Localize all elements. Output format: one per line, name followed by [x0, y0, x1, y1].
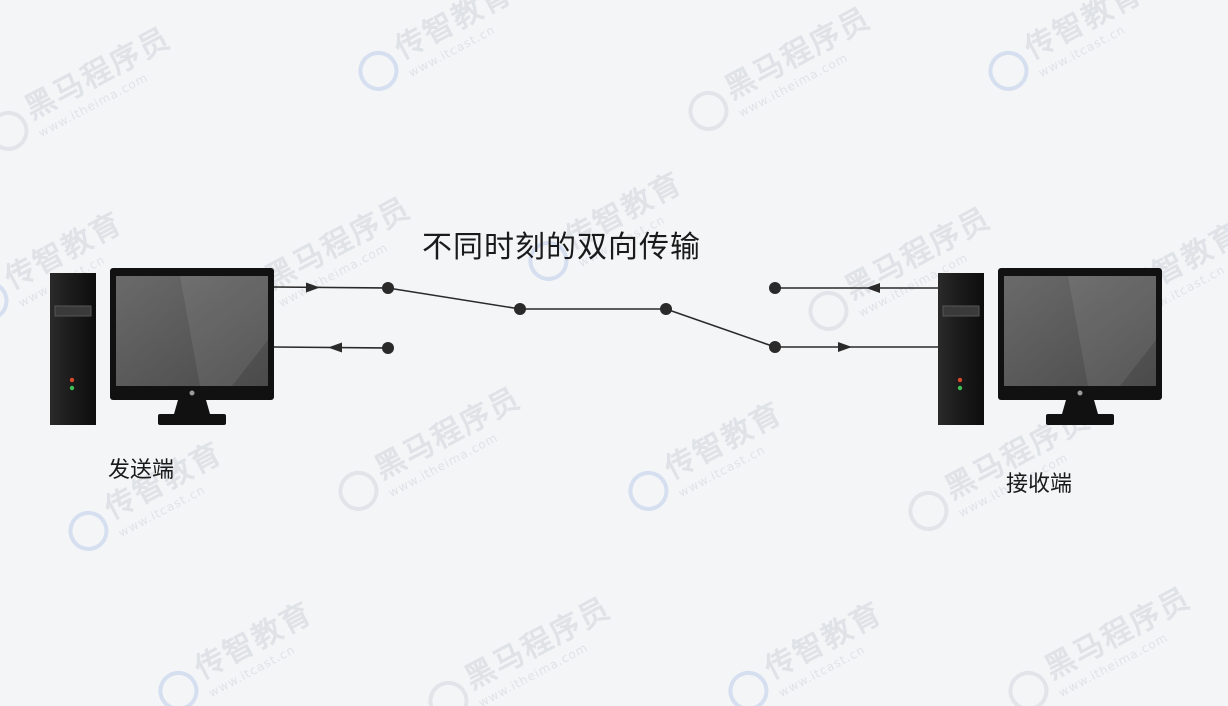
sender-label: 发送端 — [108, 458, 175, 483]
receiver-monitor — [998, 268, 1162, 425]
receiver-label: 接收端 — [1006, 472, 1073, 497]
sender-receive-line — [273, 342, 394, 354]
sender-computer — [50, 268, 274, 425]
shared-channel — [520, 303, 672, 315]
receiver-send-line — [769, 282, 938, 294]
receiver-receive-line — [769, 341, 938, 353]
receiver-tower — [938, 273, 984, 425]
diagram-title: 不同时刻的双向传输 — [422, 230, 701, 265]
sender-send-line — [273, 282, 394, 294]
switch-right — [665, 308, 776, 348]
receiver-computer — [938, 268, 1162, 425]
switch-left — [387, 287, 526, 315]
sender-tower — [50, 273, 96, 425]
sender-monitor — [110, 268, 274, 425]
